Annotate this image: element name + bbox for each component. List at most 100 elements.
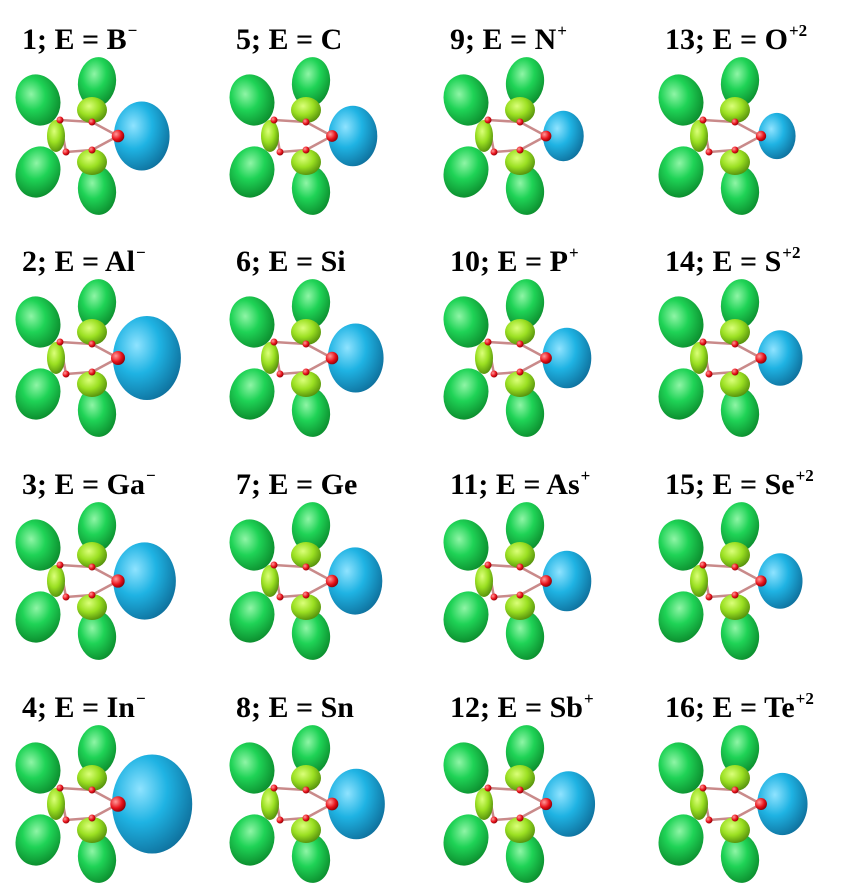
panel-number: 2;	[22, 245, 47, 278]
green-orbital-lobe	[443, 296, 489, 348]
panel-number: 14;	[665, 245, 705, 278]
yellow-green-orbital-lobe	[720, 371, 750, 397]
ring-atom	[699, 338, 707, 346]
yellow-green-orbital-lobe	[291, 319, 321, 345]
panel-number: 15;	[665, 468, 705, 501]
green-orbital-lobe	[720, 165, 760, 215]
molecule-panel: 2; E = Al−	[0, 222, 214, 444]
ring-atom	[302, 368, 310, 376]
ring-atom	[516, 340, 524, 348]
panel-label: 10; E = P+	[450, 243, 579, 278]
panel-label: 9; E = N+	[450, 21, 567, 56]
green-orbital-lobe	[15, 146, 61, 198]
green-orbital-lobe	[291, 387, 331, 437]
lone-pair-lobe	[757, 330, 803, 386]
ring-atom	[270, 561, 278, 569]
yellow-green-orbital-lobe	[720, 149, 750, 175]
element-symbol: Ge	[320, 468, 358, 501]
green-orbital-lobe	[229, 296, 275, 348]
yellow-green-orbital-lobe	[47, 565, 65, 597]
element-symbol: O	[764, 23, 788, 56]
ring-atom	[302, 591, 310, 599]
panel-label: 4; E = In−	[22, 689, 146, 724]
panel-number: 8;	[236, 691, 261, 724]
panel-label: 1; E = B−	[22, 21, 138, 56]
ring-atom	[302, 340, 310, 348]
ring-atom	[62, 816, 70, 824]
panel-label: 16; E = Te+2	[665, 689, 814, 724]
lone-pair-lobe	[327, 323, 384, 393]
ring-atom	[516, 118, 524, 126]
yellow-green-orbital-lobe	[261, 342, 279, 374]
green-orbital-lobe	[505, 610, 545, 660]
ring-atom	[516, 563, 524, 571]
green-orbital-lobe	[658, 146, 704, 198]
lone-pair-lobe	[542, 550, 592, 612]
lone-pair-lobe	[328, 105, 378, 167]
molecule-panel: 5; E = C	[214, 0, 428, 222]
yellow-green-orbital-lobe	[47, 342, 65, 374]
panel-label: 11; E = As+	[450, 466, 591, 501]
green-orbital-lobe	[291, 165, 331, 215]
panel-number: 12;	[450, 691, 490, 724]
heteroatom-E	[111, 351, 125, 365]
heteroatom-E	[540, 130, 552, 142]
green-orbital-lobe	[443, 591, 489, 643]
molecule-panel: 1; E = B−	[0, 0, 214, 222]
panel-label: 13; E = O+2	[665, 21, 808, 56]
green-orbital-lobe	[291, 833, 331, 883]
green-orbital-lobe	[77, 725, 117, 775]
green-orbital-lobe	[658, 519, 704, 571]
panel-label: 7; E = Ge	[236, 468, 358, 501]
panel-number: 1;	[22, 23, 47, 56]
green-orbital-lobe	[505, 833, 545, 883]
yellow-green-orbital-lobe	[690, 342, 708, 374]
element-symbol: Sb	[549, 691, 583, 724]
yellow-green-orbital-lobe	[720, 765, 750, 791]
yellow-green-orbital-lobe	[475, 565, 493, 597]
element-symbol: C	[320, 23, 343, 56]
yellow-green-orbital-lobe	[291, 765, 321, 791]
yellow-green-orbital-lobe	[475, 342, 493, 374]
panel-number: 9;	[450, 23, 475, 56]
yellow-green-orbital-lobe	[47, 120, 65, 152]
element-symbol: In	[106, 691, 135, 724]
yellow-green-orbital-lobe	[505, 149, 535, 175]
ring-atom	[516, 368, 524, 376]
yellow-green-orbital-lobe	[77, 594, 107, 620]
green-orbital-lobe	[443, 814, 489, 866]
element-symbol: Se	[764, 468, 795, 501]
ring-atom	[270, 116, 278, 124]
heteroatom-E	[755, 130, 767, 142]
ring-atom	[88, 563, 96, 571]
panel-number: 11;	[450, 468, 489, 501]
ring-atom	[516, 814, 524, 822]
ring-atom	[516, 591, 524, 599]
green-orbital-lobe	[77, 387, 117, 437]
green-orbital-lobe	[77, 57, 117, 107]
panel-number: 7;	[236, 468, 261, 501]
yellow-green-orbital-lobe	[261, 120, 279, 152]
green-orbital-lobe	[720, 279, 760, 329]
yellow-green-orbital-lobe	[720, 817, 750, 843]
panel-label: 2; E = Al−	[22, 243, 146, 278]
green-orbital-lobe	[229, 519, 275, 571]
green-orbital-lobe	[77, 279, 117, 329]
ring-atom	[56, 116, 64, 124]
yellow-green-orbital-lobe	[505, 594, 535, 620]
lone-pair-lobe	[542, 771, 596, 837]
ring-atom	[484, 338, 492, 346]
panel-number: 6;	[236, 245, 261, 278]
ring-atom	[302, 786, 310, 794]
yellow-green-orbital-lobe	[720, 97, 750, 123]
green-orbital-lobe	[658, 814, 704, 866]
ring-atom	[88, 814, 96, 822]
yellow-green-orbital-lobe	[291, 371, 321, 397]
green-orbital-lobe	[15, 296, 61, 348]
element-symbol: Ga	[106, 468, 145, 501]
lone-pair-lobe	[542, 110, 584, 162]
heteroatom-E	[325, 351, 339, 365]
heteroatom-E	[540, 575, 552, 587]
green-orbital-lobe	[229, 368, 275, 420]
